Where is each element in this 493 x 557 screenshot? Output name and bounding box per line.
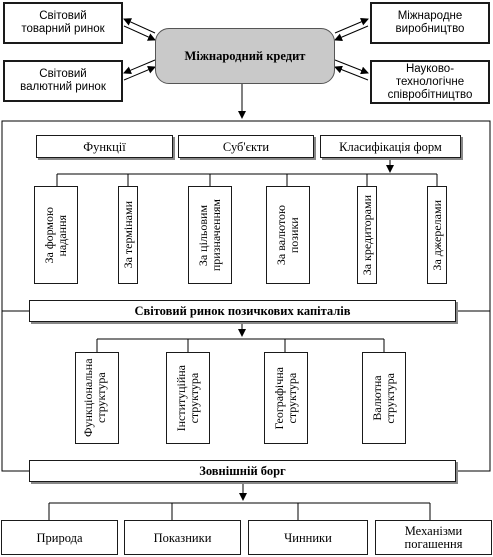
sci-tech-cooperation-box: Науково- технологічне співробітництво — [370, 60, 490, 104]
form-by-purpose-label: За цільовим призначенням — [196, 198, 223, 272]
functional-structure-label: Функціональна структура — [81, 358, 108, 438]
form-by-term-label: За термінами — [120, 201, 135, 269]
institutional-structure-label: Інституційна структура — [174, 364, 201, 432]
forms-classification-box: Класифікація форм — [320, 135, 461, 158]
currency-structure-label: Валютна структура — [370, 372, 397, 424]
geographic-structure-label: Географічна структура — [272, 366, 299, 430]
external-debt-box: Зовнішній борг — [29, 460, 456, 482]
international-credit-box: Міжнародний кредит — [155, 28, 335, 84]
form-by-purpose-box: За цільовим призначенням — [188, 186, 232, 284]
repayment-mechanisms-box: Механізми погашення — [375, 520, 492, 555]
institutional-structure-box: Інституційна структура — [166, 352, 210, 444]
subjects-box: Суб'єкти — [178, 135, 314, 158]
form-by-currency-box: За валютою позики — [266, 186, 310, 284]
world-goods-market-box: Світовий товарний ринок — [3, 2, 123, 44]
form-by-creditor-label: За кредиторами — [359, 194, 374, 276]
international-production-box: Міжнародне виробництво — [370, 2, 490, 44]
geographic-structure-box: Географічна структура — [264, 352, 308, 444]
functions-box: Функції — [36, 135, 173, 158]
form-by-source-box: За джерелами — [427, 186, 447, 284]
form-by-source-label: За джерелами — [429, 199, 444, 271]
form-by-term-box: За термінами — [118, 186, 138, 284]
form-by-provision-label: За формою надання — [42, 206, 69, 264]
world-currency-market-box: Світовий валютний ринок — [3, 60, 123, 102]
indicators-box: Показники — [124, 520, 241, 555]
form-by-creditor-box: За кредиторами — [357, 186, 377, 284]
functional-structure-box: Функціональна структура — [75, 352, 119, 444]
factors-box: Чинники — [248, 520, 368, 555]
form-by-provision-box: За формою надання — [34, 186, 78, 284]
nature-box: Природа — [1, 520, 118, 555]
loan-capital-market-box: Світовий ринок позичкових капіталів — [29, 300, 456, 322]
form-by-currency-label: За валютою позики — [274, 204, 301, 266]
currency-structure-box: Валютна структура — [362, 352, 406, 444]
